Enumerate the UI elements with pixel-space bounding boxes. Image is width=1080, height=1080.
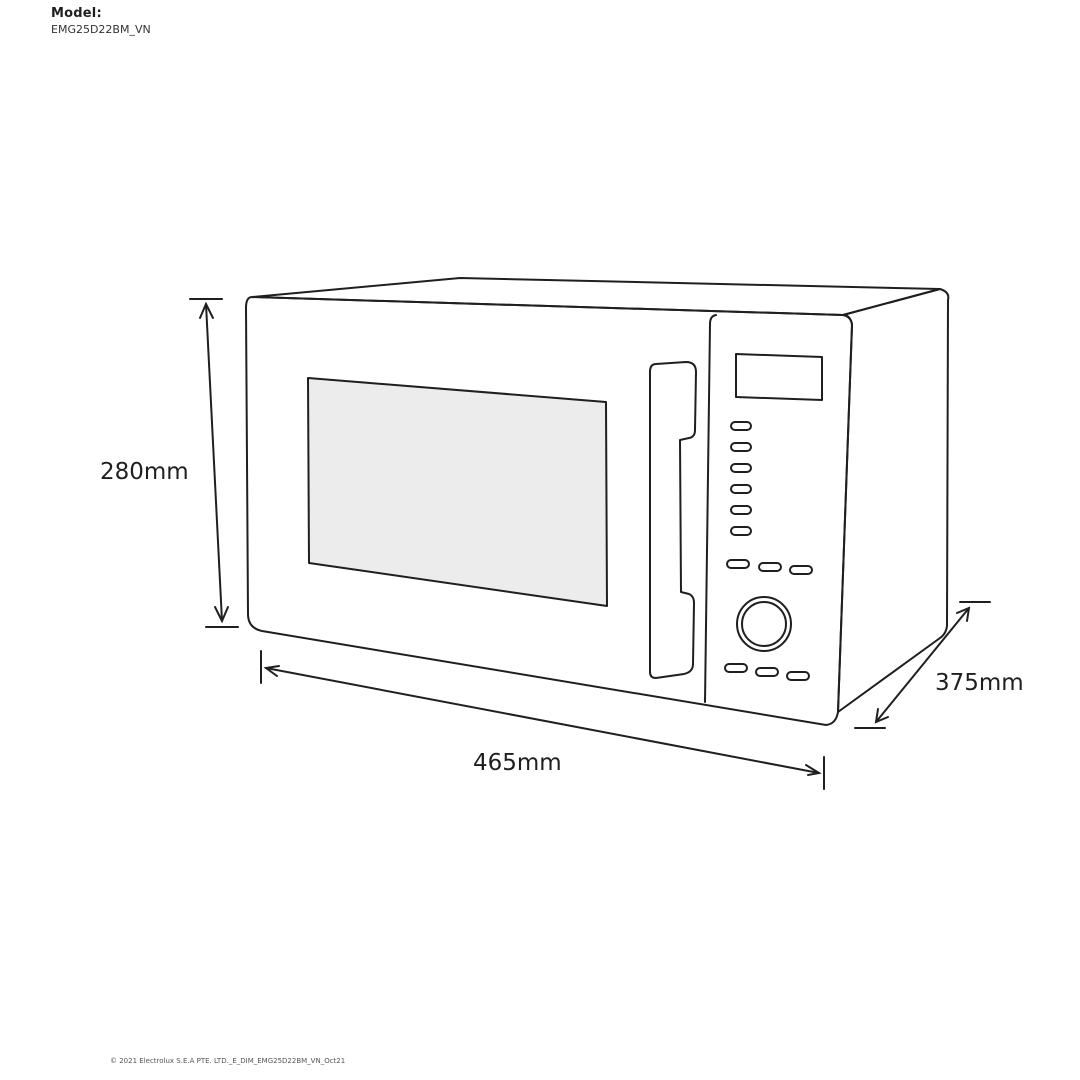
model-label: Model: [51, 6, 102, 21]
control-button-10 [724, 663, 748, 673]
control-button-5 [730, 505, 752, 515]
control-button-1 [730, 421, 752, 431]
control-panel-frame [704, 314, 717, 703]
depth-dimension-line [854, 601, 991, 729]
display-screen [735, 353, 823, 401]
microwave-front [245, 296, 853, 726]
height-dimension-line [189, 298, 239, 628]
door-handle [649, 361, 697, 679]
control-button-12 [786, 671, 810, 681]
door-window [307, 377, 608, 607]
control-button-11 [755, 667, 779, 677]
model-header: Model: EMG25D22BM_VN [51, 5, 151, 38]
depth-label: 375mm [935, 670, 1024, 696]
control-button-6 [730, 526, 752, 536]
width-label: 465mm [473, 750, 562, 776]
control-knob [736, 596, 792, 652]
microwave-top [251, 277, 941, 316]
microwave-drawing [245, 277, 950, 726]
model-code: EMG25D22BM_VN [51, 23, 151, 36]
control-button-8 [758, 562, 782, 572]
control-button-3 [730, 463, 752, 473]
copyright-notice: © 2021 Electrolux S.E.A PTE. LTD._E_DIM_… [110, 1057, 346, 1065]
control-button-4 [730, 484, 752, 494]
height-label: 280mm [100, 459, 189, 485]
control-button-2 [730, 442, 752, 452]
control-button-9 [789, 565, 813, 575]
control-knob-ring [741, 601, 787, 647]
width-dimension-line [260, 650, 825, 790]
control-button-7 [726, 559, 750, 569]
microwave-side [837, 288, 950, 713]
